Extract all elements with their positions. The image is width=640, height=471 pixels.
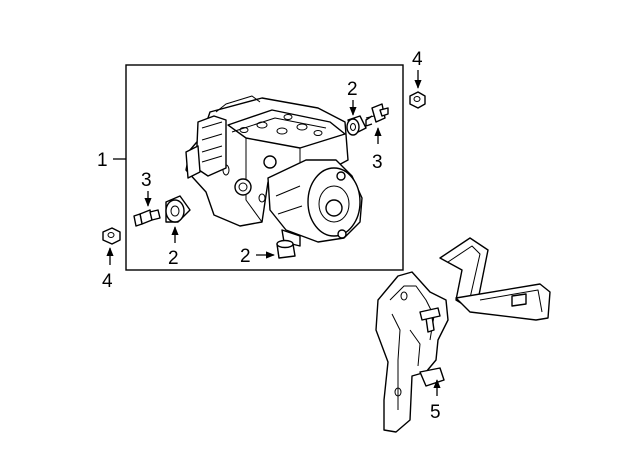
- nut-left: [102, 227, 121, 245]
- nut-upper: [409, 91, 426, 109]
- callout-1: 1: [97, 150, 108, 171]
- callout-4a: 4: [412, 49, 423, 70]
- mounting-bracket: [375, 237, 551, 433]
- callout-5: 5: [430, 402, 441, 423]
- grommet-upper: [346, 115, 367, 136]
- callout-2c: 2: [240, 246, 251, 267]
- mounting-stud-left: [133, 209, 161, 227]
- grommet-left: [165, 195, 191, 223]
- callout-3b: 3: [372, 152, 383, 173]
- callout-3a: 3: [141, 170, 152, 191]
- abs-modulator-unit: [185, 95, 363, 247]
- mounting-stud-upper: [365, 103, 389, 127]
- callout-4b: 4: [102, 271, 113, 292]
- callout-2b: 2: [168, 248, 179, 269]
- callout-2a: 2: [347, 79, 358, 100]
- grommet-bottom: [276, 239, 296, 259]
- assembly-frame: [125, 64, 404, 271]
